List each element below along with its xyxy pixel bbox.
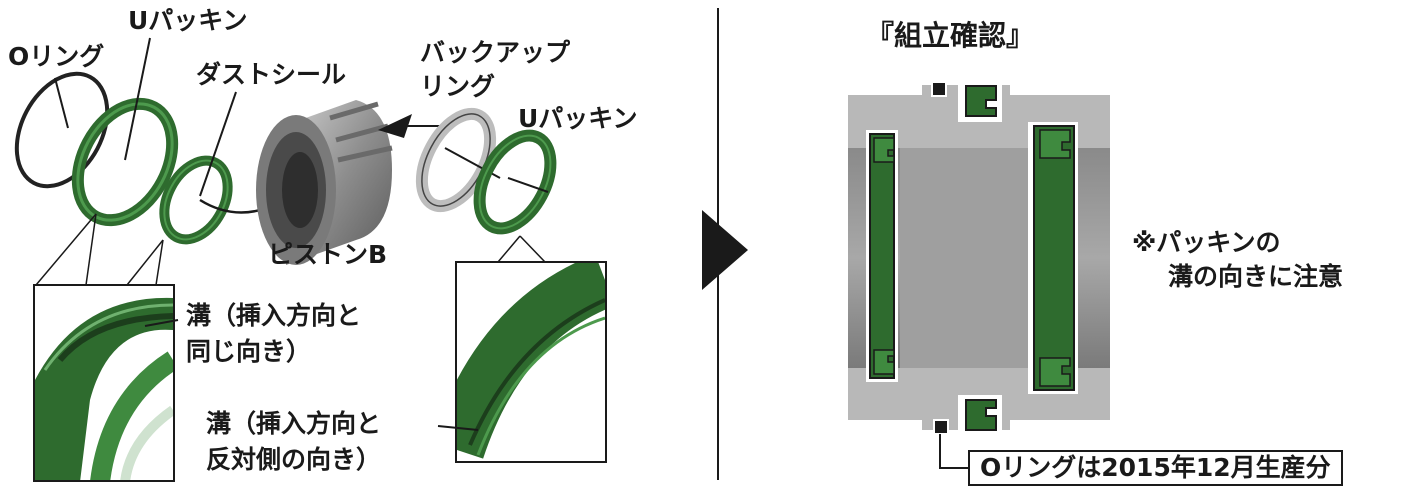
groove-same-label-line1: 溝（挿入方向と [186, 301, 362, 330]
assembly-note-line2: 溝の向きに注意 [1168, 262, 1344, 291]
assembly-cross-section [848, 81, 1110, 435]
o-ring-part [14, 71, 110, 189]
dust-seal-label: ダストシール [196, 60, 347, 89]
groove-opposite-label-line2: 反対側の向き） [206, 445, 382, 474]
piston-b-label: ピストンB [268, 240, 388, 269]
assembly-note-line1: ※パッキンの [1132, 228, 1281, 257]
u-packing-right-part [473, 129, 557, 235]
zoom-box-opposite-direction [437, 261, 607, 463]
backup-ring-arrow [378, 114, 412, 138]
u-packing-left-label: Uパッキン [128, 6, 248, 35]
zoom-box-same-direction [33, 284, 179, 482]
o-ring-label: Oリング [8, 42, 105, 71]
o-ring-note-leader [939, 434, 968, 469]
dust-seal-leader [199, 91, 237, 197]
u-packing-right-leader [507, 177, 549, 193]
next-step-arrow [702, 210, 748, 290]
o-ring-leader [54, 77, 69, 129]
o-ring-production-note: Oリングは2015年12月生産分 [968, 450, 1343, 486]
piston-b-part [256, 100, 393, 265]
u-packing-right-label: Uパッキン [518, 104, 638, 133]
backup-ring-label-line2: リング [420, 72, 496, 101]
groove-opposite-label-line1: 溝（挿入方向と [206, 409, 382, 438]
u-packing-left-leader [124, 37, 151, 161]
groove-same-label-line2: 同じ向き） [186, 337, 312, 366]
backup-ring-label-line1: バックアップ [420, 38, 571, 67]
assembly-title: 『組立確認』 [866, 19, 1035, 52]
